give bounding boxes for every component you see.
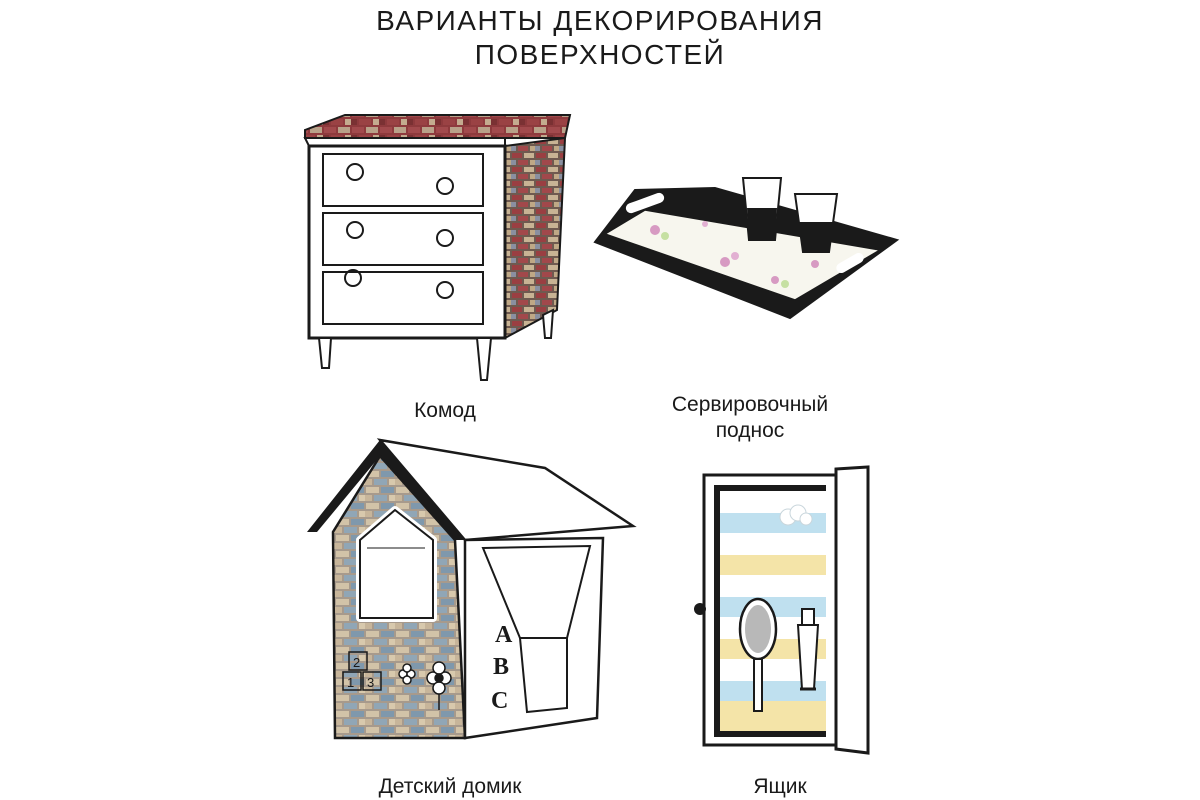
cabinet-illustration <box>694 465 870 755</box>
caption-cabinet: Ящик <box>753 775 807 798</box>
decal-number-3: 3 <box>367 675 374 690</box>
decal-letter-c: C <box>491 688 508 714</box>
decal-number-2: 2 <box>353 655 360 670</box>
playhouse-illustration: A B C 2 1 3 <box>307 438 637 740</box>
glass-icon <box>793 193 839 253</box>
title-line-2: ПОВЕРХНОСТЕЙ <box>474 39 726 70</box>
dresser-illustration <box>303 114 572 381</box>
caption-playhouse: Детский домик <box>378 775 522 798</box>
tray-illustration <box>593 177 900 320</box>
number-blocks-icon <box>342 651 382 691</box>
knob-icon <box>694 603 706 615</box>
flower-decal-icon <box>650 221 819 288</box>
page-title: ВАРИАНТЫ ДЕКОРИРОВАНИЯ ПОВЕРХНОСТЕЙ <box>0 4 1200 72</box>
decal-letter-a: A <box>495 622 513 648</box>
caption-tray: Сервировочный поднос <box>640 392 860 444</box>
glass-icon <box>741 177 783 241</box>
decal-letter-b: B <box>493 654 509 680</box>
caption-tray-line-2: поднос <box>715 419 785 442</box>
caption-dresser: Комод <box>414 399 476 422</box>
flower-decal-icon <box>398 661 452 695</box>
tube-icon <box>796 608 820 691</box>
decal-number-1: 1 <box>347 675 354 690</box>
caption-tray-line-1: Сервировочный <box>671 393 829 416</box>
hand-mirror-icon <box>738 597 778 712</box>
title-line-1: ВАРИАНТЫ ДЕКОРИРОВАНИЯ <box>376 5 824 36</box>
cloud-icon <box>779 504 813 526</box>
